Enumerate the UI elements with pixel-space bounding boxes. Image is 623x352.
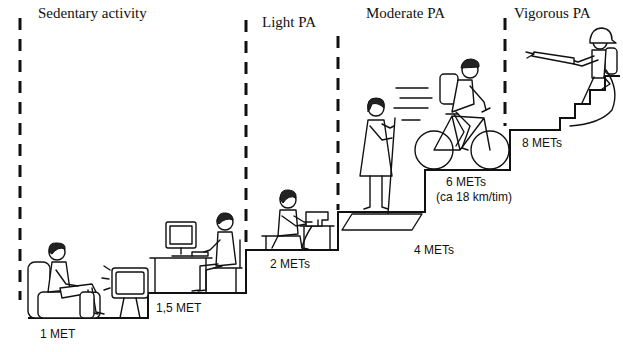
category-heading: Moderate PA: [366, 5, 445, 22]
speed-note: (ca 18 km/tim): [436, 191, 512, 205]
firefighter-figure-part: [590, 28, 616, 43]
sewing-woman-figure: [262, 190, 334, 250]
computer-man-figure-part: [216, 232, 236, 266]
category-divider-part: [504, 18, 507, 126]
sitting-woman-figure-part: [80, 292, 94, 318]
cyclist-figure: [394, 59, 509, 169]
cyclist-figure-part: [470, 86, 486, 110]
sewing-woman-figure-part: [317, 220, 318, 226]
sitting-woman-figure: [28, 243, 104, 318]
firefighter-figure-part: [532, 52, 574, 64]
computer-man-figure-part: [166, 222, 196, 248]
computer-man-figure: [150, 213, 242, 293]
computer-man-figure-part: [170, 226, 192, 244]
firefighter-figure-part: [572, 56, 594, 62]
television-part: [116, 272, 144, 294]
mopping-woman-figure-part: [388, 118, 395, 214]
cyclist-figure-part: [452, 80, 474, 112]
computer-man-figure-part: [198, 266, 222, 291]
television-part: [102, 266, 110, 290]
sitting-woman-figure-part: [56, 270, 78, 286]
firefighter-figure-part: [592, 50, 606, 78]
category-divider-part: [19, 18, 22, 300]
cyclist-figure-part: [394, 88, 432, 120]
computer-man-figure-part: [214, 240, 242, 292]
computer-man-figure-part: [192, 252, 208, 256]
mopping-woman-figure: [342, 98, 422, 230]
sewing-woman-figure-part: [280, 190, 296, 203]
staircase: [28, 76, 620, 318]
sewing-woman-figure-part: [294, 216, 312, 222]
category-divider-part: [245, 20, 248, 248]
met-value: 8 METs: [522, 137, 562, 151]
category-divider-part: [337, 36, 340, 210]
sewing-woman-figure-part: [278, 210, 298, 236]
firefighter-figure-part: [582, 77, 610, 103]
firefighter-figure-part: [570, 70, 615, 126]
sitting-woman-figure-part: [49, 243, 65, 254]
cyclist-figure-part: [454, 114, 464, 146]
category-heading: Light PA: [262, 14, 316, 31]
television-part: [120, 298, 140, 318]
computer-man-figure-part: [204, 240, 220, 252]
mopping-woman-figure-part: [368, 98, 385, 112]
met-value: 2 METs: [270, 258, 310, 272]
firefighter-figure-part: [574, 60, 598, 66]
cyclist-figure-part: [461, 59, 479, 68]
met-value: 6 METs: [446, 176, 486, 190]
met-value: 1,5 MET: [156, 302, 201, 316]
met-value: 4 METs: [414, 244, 454, 258]
category-heading: Vigorous PA: [514, 5, 590, 22]
sewing-woman-figure-part: [306, 212, 328, 226]
mopping-woman-figure-part: [360, 120, 392, 176]
cyclist-figure-part: [434, 108, 490, 150]
sewing-woman-figure-part: [262, 236, 282, 249]
television: [102, 266, 148, 318]
mopping-woman-figure-part: [342, 214, 422, 230]
mopping-woman-figure-part: [370, 124, 394, 140]
met-value: 1 MET: [40, 328, 75, 342]
mopping-woman-figure-part: [364, 176, 388, 209]
firefighter-figure: [526, 28, 617, 126]
computer-man-figure-part: [150, 258, 212, 293]
sewing-woman-figure-part: [300, 226, 334, 250]
sewing-woman-figure-part: [282, 216, 306, 226]
computer-man-figure-part: [172, 248, 192, 256]
category-divider: [20, 18, 505, 300]
firefighter-figure-part: [526, 52, 534, 58]
sewing-woman-figure-part: [302, 226, 312, 248]
category-heading: Sedentary activity: [38, 5, 147, 22]
television-part: [112, 268, 148, 298]
computer-man-figure-part: [217, 213, 233, 224]
staircase-part: [28, 76, 620, 318]
